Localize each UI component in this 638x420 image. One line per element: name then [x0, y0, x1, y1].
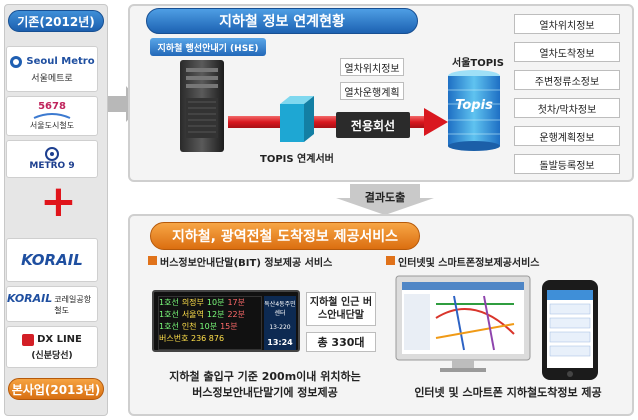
- sign-cell: 12분: [206, 310, 225, 319]
- nearby-bit-label: 지하철 인근 버스안내단말: [309, 297, 373, 321]
- dxline-name: DX LINE: [37, 334, 82, 345]
- right-box-2: 주변정류소정보: [514, 70, 620, 90]
- korail-airport-name: KORAIL: [7, 292, 53, 305]
- era-2013-label: 본사업(2013년): [11, 382, 101, 397]
- hse-label-box: 지하철 행선안내기 (HSE): [150, 38, 266, 56]
- dxline-icon: [22, 333, 35, 346]
- seoul-topis-server-icon: [448, 70, 500, 151]
- sign-side-panel: 독산4동주민센터 13-220 13:24: [264, 296, 296, 350]
- result-label: 결과도출: [364, 191, 406, 204]
- seoul-metro-icon: [10, 55, 23, 68]
- bit-caption-1: 지하철 출입구 기준 200m이내 위치하는: [169, 370, 361, 383]
- right-box-3-label: 첫차/막차정보: [537, 104, 597, 116]
- dxline-sub: (신분당선): [31, 350, 73, 361]
- korail-name: KORAIL: [21, 251, 83, 269]
- internet-label: 인터넷및 스마트폰정보제공서비스: [398, 258, 540, 269]
- right-box-0-label: 열차위치정보: [539, 20, 595, 32]
- right-box-2-label: 주변정류소정보: [534, 76, 600, 88]
- top-title: 지하철 정보 연계현황: [219, 14, 345, 30]
- right-box-3: 첫차/막차정보: [514, 98, 620, 118]
- nearby-bit-box: 지하철 인근 버스안내단말: [306, 292, 376, 326]
- smartphone-icon: [542, 280, 598, 380]
- korail-airport-sub: 코레일공항철도: [54, 295, 92, 315]
- sign-cell: 10분: [199, 322, 218, 331]
- internet-bullet-icon: [386, 256, 395, 265]
- korail-logo-card: KORAIL: [6, 238, 98, 282]
- total-count-box: 총 330대: [306, 332, 376, 352]
- metro9-logo-card: METRO 9: [6, 140, 98, 178]
- era-2012-badge: 기존(2012년): [8, 10, 104, 32]
- bit-led-sign: 1호선 의정부 10분 17분 1호선 서울역 12분 22분 1호선 인천 1…: [152, 290, 300, 352]
- internet-caption: 인터넷 및 스마트폰 지하철도착정보 제공: [414, 386, 602, 399]
- bottom-title-badge: 지하철, 광역전철 도착정보 제공서비스: [150, 222, 420, 250]
- sign-cell: 10분: [206, 298, 225, 307]
- metro9-name: METRO 9: [29, 161, 75, 171]
- sign-cell: 15분: [220, 322, 238, 331]
- total-count-label: 총 330대: [317, 336, 365, 349]
- bit-label: 버스정보안내단말(BIT) 정보제공 서비스: [160, 258, 333, 269]
- sign-stop-id: 13-220: [269, 323, 291, 331]
- smrt-swoosh-icon: [33, 113, 71, 119]
- right-box-5-label: 돌발등록정보: [539, 160, 595, 172]
- sign-time: 13:24: [267, 337, 293, 347]
- bit-caption-2: 버스정보안내단말기에 정보제공: [192, 386, 338, 399]
- korail-airport-logo-card: KORAIL 코레일공항철도: [6, 286, 98, 322]
- dedicated-line-label: 전용회선: [350, 118, 396, 133]
- smrt-logo-card: 5678 서울도시철도: [6, 96, 98, 136]
- right-box-4: 운행계획정보: [514, 126, 620, 146]
- table-row: 1호선 의정부 10분 17분: [159, 297, 261, 309]
- era-2013-badge: 본사업(2013년): [8, 378, 104, 400]
- dxline-logo-card: DX LINE (신분당선): [6, 326, 98, 368]
- mid-box-0: 열차위치정보: [340, 58, 404, 76]
- right-box-5: 돌발등록정보: [514, 154, 620, 174]
- right-box-4-label: 운행계획정보: [539, 132, 595, 144]
- mid-box-0-label: 열차위치정보: [344, 63, 400, 75]
- smrt-name: 5678: [38, 101, 66, 112]
- plus-icon: +: [40, 176, 77, 227]
- sign-stop-name: 독산4동주민센터: [264, 301, 296, 318]
- seoul-metro-sub: 서울메트로: [31, 73, 73, 84]
- bottom-title: 지하철, 광역전철 도착정보 제공서비스: [171, 229, 399, 245]
- dedicated-line-box: 전용회선: [336, 112, 410, 138]
- seoul-metro-logo-card: Seoul Metro 서울메트로: [6, 46, 98, 92]
- hse-server-icon: [180, 60, 224, 152]
- monitor-icon: [395, 275, 531, 372]
- seoul-topis-label: 서울TOPIS: [452, 58, 504, 69]
- sign-cell: 1호선: [159, 298, 179, 307]
- bit-led-table: 1호선 의정부 10분 17분 1호선 서울역 12분 22분 1호선 인천 1…: [158, 296, 262, 350]
- topis-server-label: TOPIS 연계서버: [260, 154, 334, 165]
- metro9-icon: [45, 147, 59, 161]
- sign-cell: 의정부: [181, 298, 204, 307]
- bit-bullet-icon: [148, 256, 157, 265]
- sign-cell: 1호선: [159, 322, 179, 331]
- sign-cell: 17분: [227, 298, 245, 307]
- era-2012-label: 기존(2012년): [17, 14, 95, 29]
- top-title-badge: 지하철 정보 연계현황: [146, 8, 418, 34]
- hse-label: 지하철 행선안내기 (HSE): [157, 43, 259, 54]
- sign-cell: 1호선: [159, 310, 179, 319]
- topis-logo-text: Topis: [455, 98, 493, 113]
- result-arrow: [336, 184, 434, 215]
- seoul-metro-name: Seoul Metro: [26, 56, 95, 67]
- sign-cell: 서울역: [181, 310, 204, 319]
- right-box-1: 열차도착정보: [514, 42, 620, 62]
- table-row: 1호선 서울역 12분 22분: [159, 309, 261, 321]
- right-box-1-label: 열차도착정보: [539, 48, 595, 60]
- table-row: 1호선 인천 10분 15분: [159, 321, 261, 333]
- mid-box-1: 열차운행계획: [340, 82, 404, 100]
- sign-footer: 버스번호 236 876: [159, 334, 225, 343]
- topis-link-server-icon: [280, 96, 314, 142]
- mid-box-1-label: 열차운행계획: [344, 87, 400, 99]
- sign-cell: 22분: [227, 310, 245, 319]
- sign-cell: 인천: [181, 322, 197, 331]
- smrt-sub: 서울도시철도: [29, 121, 75, 130]
- right-box-0: 열차위치정보: [514, 14, 620, 34]
